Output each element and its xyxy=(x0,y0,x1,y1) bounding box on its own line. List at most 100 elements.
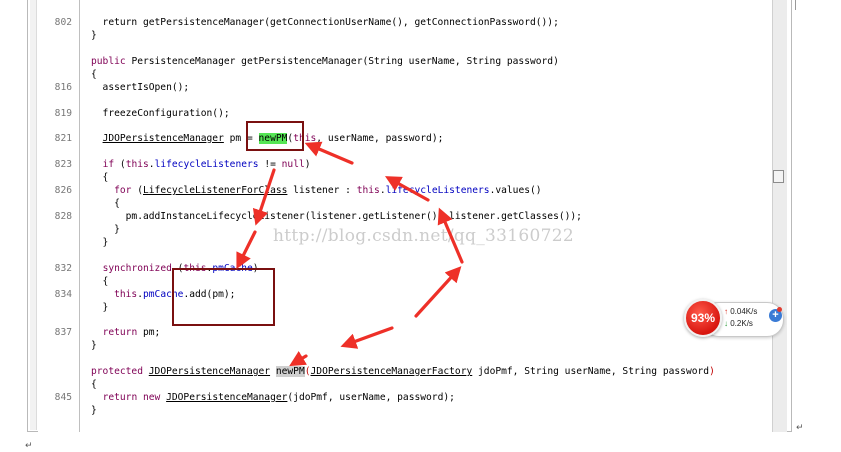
code-text: protected JDOPersistenceManager newPM(JD… xyxy=(91,365,715,378)
code-line: } xyxy=(0,339,790,352)
code-token: pmCache xyxy=(143,289,184,300)
code-token: } xyxy=(91,302,109,313)
code-token: ) xyxy=(304,159,311,170)
arrow-8 xyxy=(385,176,430,202)
code-token: return xyxy=(102,392,138,403)
code-text: { xyxy=(91,68,97,81)
code-line: } xyxy=(0,223,790,236)
arrow-6 xyxy=(414,266,462,318)
line-number: 834 xyxy=(54,289,72,300)
code-line: } xyxy=(0,236,790,249)
code-line: 802 return getPersistenceManager(getConn… xyxy=(0,16,790,29)
code-line: protected JDOPersistenceManager newPM(JD… xyxy=(0,365,790,378)
code-token: , userName, password); xyxy=(316,133,444,144)
code-line: } xyxy=(0,29,790,42)
download-arrow-icon: ↓ xyxy=(724,319,728,328)
code-token: ( xyxy=(304,366,311,377)
code-token: . xyxy=(379,185,386,196)
code-text: freezeConfiguration(); xyxy=(91,107,230,120)
code-text: } xyxy=(91,223,120,236)
code-line: public PersistenceManager getPersistence… xyxy=(0,55,790,68)
code-token: . xyxy=(137,289,143,300)
line-number: 823 xyxy=(54,159,72,170)
code-token: this xyxy=(356,185,380,196)
line-number: 821 xyxy=(54,133,72,144)
page-left-margin xyxy=(30,0,37,430)
code-token: pm = xyxy=(223,133,259,144)
code-text: return new JDOPersistenceManager(jdoPmf,… xyxy=(91,391,455,404)
code-text: pm.addInstanceLifecycleListener(listener… xyxy=(91,210,582,223)
code-text: return getPersistenceManager(getConnecti… xyxy=(91,16,559,29)
code-token: jdoPmf, String userName, String password xyxy=(472,366,710,377)
code-line: { xyxy=(0,68,790,81)
code-token: synchronized xyxy=(102,263,172,274)
code-line: { xyxy=(0,197,790,210)
code-text: for (LifecycleListenerForClass listener … xyxy=(91,184,541,197)
line-number: 832 xyxy=(54,263,72,274)
scrollbar-thumb[interactable] xyxy=(773,170,784,183)
line-number-gutter xyxy=(38,0,80,432)
arrow-7 xyxy=(437,207,464,264)
code-text: } xyxy=(91,339,97,352)
code-token: lifecycleListeners xyxy=(154,159,259,170)
arrow-1 xyxy=(304,141,354,165)
code-text: return pm; xyxy=(91,326,161,339)
code-token: newPM xyxy=(258,133,288,144)
code-token: new xyxy=(143,392,161,403)
code-token: . xyxy=(148,159,155,170)
code-token: != xyxy=(258,159,282,170)
code-token: JDOPersistenceManager xyxy=(148,366,271,377)
code-text: { xyxy=(91,378,97,391)
code-line: 826 for (LifecycleListenerForClass liste… xyxy=(0,184,790,197)
code-line: } xyxy=(0,404,790,417)
code-token: public xyxy=(91,56,132,67)
code-line: 816 assertIsOpen(); xyxy=(0,81,790,94)
code-line: 823 if (this.lifecycleListeners != null) xyxy=(0,158,790,171)
code-token: } xyxy=(91,340,97,351)
code-line: 837 return pm; xyxy=(0,326,790,339)
code-token: return xyxy=(102,327,138,338)
watermark: http://blog.csdn.net/qq_33160722 xyxy=(273,226,574,246)
code-token: } xyxy=(91,237,109,248)
code-token: { xyxy=(91,379,97,390)
line-number: 845 xyxy=(54,392,72,403)
highlight-box-newpm-call xyxy=(246,121,304,151)
code-token: if xyxy=(102,159,115,170)
paragraph-mark-icon: ↵ xyxy=(25,441,33,451)
code-token: LifecycleListenerForClass xyxy=(143,185,288,196)
line-number: 837 xyxy=(54,327,72,338)
code-token: PersistenceManager getPersistenceManager… xyxy=(131,56,559,67)
code-token: { xyxy=(91,69,97,80)
code-token: assertIsOpen(); xyxy=(91,82,190,93)
code-token: } xyxy=(91,224,120,235)
highlight-box-pmcache-add xyxy=(172,268,275,326)
page-corner-rule xyxy=(795,0,796,10)
code-line: 834 this.pmCache.add(pm); xyxy=(0,288,790,301)
code-token: ( xyxy=(131,185,143,196)
download-speed-row: ↓ 0.2K/s xyxy=(724,319,753,328)
line-number: 828 xyxy=(54,211,72,222)
arrow-2 xyxy=(252,168,276,226)
code-token: (jdoPmf, userName, password); xyxy=(287,392,455,403)
code-token: this xyxy=(125,159,149,170)
accelerate-plus-icon[interactable]: + xyxy=(769,309,782,322)
code-token: this xyxy=(293,133,317,144)
code-line: 845 return new JDOPersistenceManager(jdo… xyxy=(0,391,790,404)
code-line: 821 JDOPersistenceManager pm = newPM(thi… xyxy=(0,132,790,145)
code-line: 828 pm.addInstanceLifecycleListener(list… xyxy=(0,210,790,223)
code-token: JDOPersistenceManager xyxy=(166,392,288,403)
code-token: { xyxy=(91,198,120,209)
code-text: } xyxy=(91,404,97,417)
download-speed: 0.2K/s xyxy=(730,319,753,328)
cpu-usage-ball[interactable]: 93% xyxy=(684,299,722,337)
network-monitor-widget[interactable]: 93% ↑ 0.04K/s ↓ 0.2K/s + xyxy=(684,299,784,339)
code-token: JDOPersistenceManager xyxy=(102,133,224,144)
code-token: return getPersistenceManager(getConnecti… xyxy=(91,17,559,28)
code-line: } xyxy=(0,301,790,314)
arrow-4 xyxy=(289,351,308,367)
code-token: listener : xyxy=(287,185,357,196)
code-line: { xyxy=(0,275,790,288)
code-text: this.pmCache.add(pm); xyxy=(91,288,235,301)
code-token: ( xyxy=(114,159,126,170)
line-number: 819 xyxy=(54,108,72,119)
